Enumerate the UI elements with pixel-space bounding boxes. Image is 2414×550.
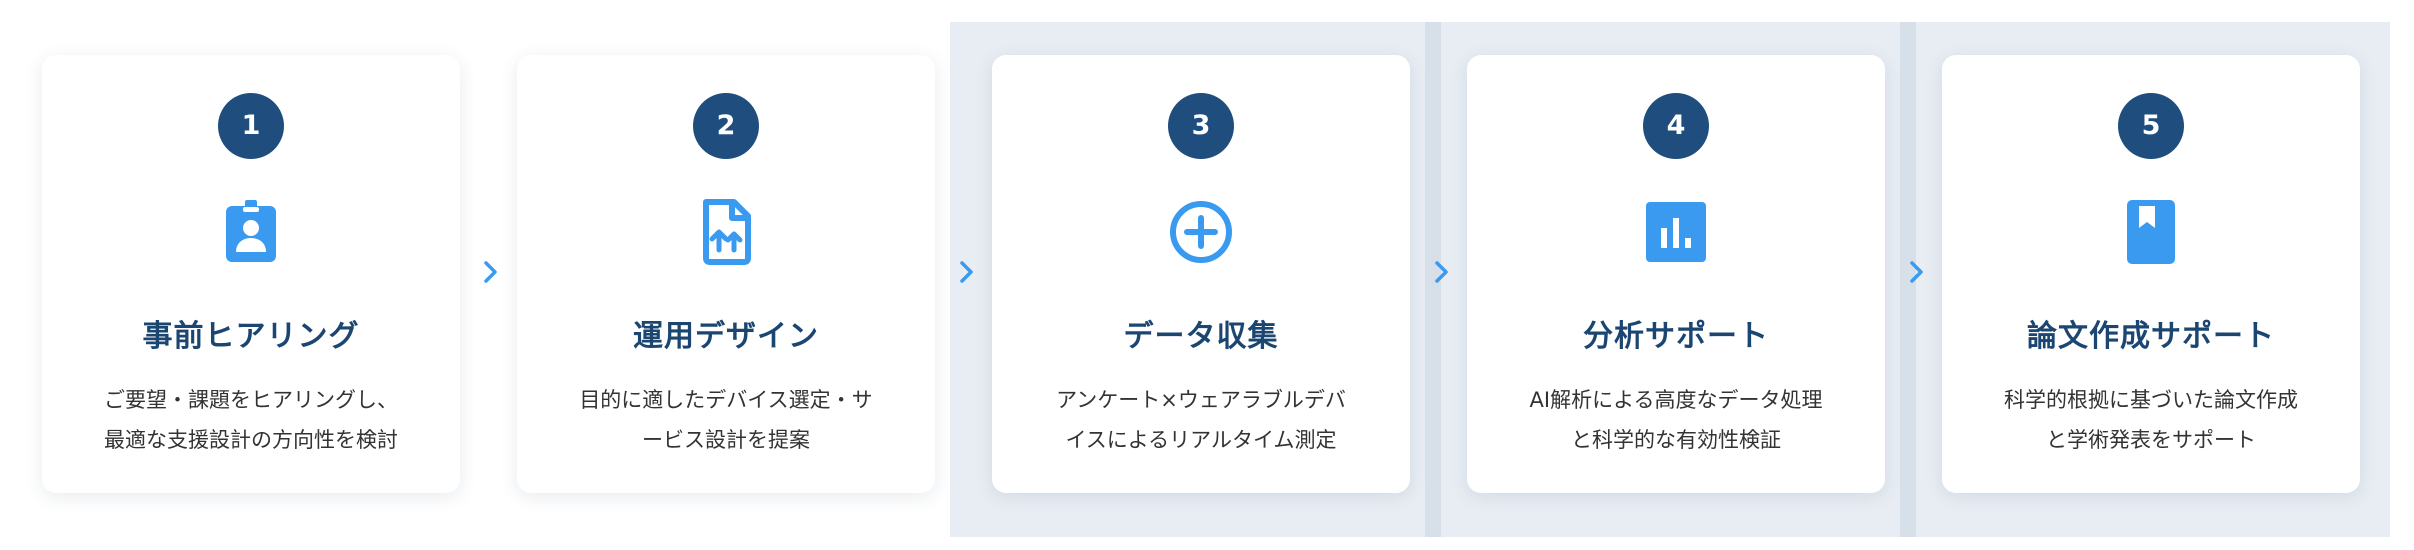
- step-card-4: 4 分析サポート AI解析による高度なデータ処理 と科学的な有効性検証: [1467, 55, 1885, 493]
- band-divider: [1900, 22, 1916, 537]
- step-description: ご要望・課題をヒアリングし、 最適な支援設計の方向性を検討: [104, 388, 398, 452]
- step-title: 分析サポート: [1583, 319, 1769, 354]
- chevron-right-icon: [1907, 257, 1927, 287]
- bookmark-book-icon: [2117, 198, 2185, 266]
- step-card-3: 3 データ収集 アンケート×ウェアラブルデバ イスによるリアルタイム測定: [992, 55, 1410, 493]
- step-number-badge: 2: [693, 93, 759, 159]
- chevron-right-icon: [481, 257, 501, 287]
- step-number-badge: 3: [1168, 93, 1234, 159]
- chevron-right-icon: [1432, 257, 1452, 287]
- step-number-badge: 1: [218, 93, 284, 159]
- step-description: AI解析による高度なデータ処理 と科学的な有効性検証: [1529, 388, 1823, 452]
- chevron-right-icon: [957, 257, 977, 287]
- step-number-badge: 4: [1643, 93, 1709, 159]
- step-description: 科学的根拠に基づいた論文作成 と学術発表をサポート: [2004, 388, 2298, 452]
- step-title: 運用デザイン: [633, 319, 819, 354]
- step-card-5: 5 論文作成サポート 科学的根拠に基づいた論文作成 と学術発表をサポート: [1942, 55, 2360, 493]
- step-title: 事前ヒアリング: [142, 319, 360, 354]
- step-card-2: 2 運用デザイン 目的に適したデバイス選定・サ ービス設計を提案: [517, 55, 935, 493]
- add-circle-icon: [1167, 198, 1235, 266]
- step-description: アンケート×ウェアラブルデバ イスによるリアルタイム測定: [1056, 388, 1346, 452]
- bar-chart-icon: [1642, 198, 1710, 266]
- step-title: 論文作成サポート: [2027, 319, 2275, 354]
- step-description: 目的に適したデバイス選定・サ ービス設計を提案: [579, 388, 873, 452]
- id-badge-icon: [217, 198, 285, 266]
- step-card-1: 1 事前ヒアリング ご要望・課題をヒアリングし、 最適な支援設計の方向性を検討: [42, 55, 460, 493]
- band-divider: [1425, 22, 1441, 537]
- file-upload-icon: [692, 198, 760, 266]
- step-number-badge: 5: [2118, 93, 2184, 159]
- step-title: データ収集: [1123, 319, 1279, 354]
